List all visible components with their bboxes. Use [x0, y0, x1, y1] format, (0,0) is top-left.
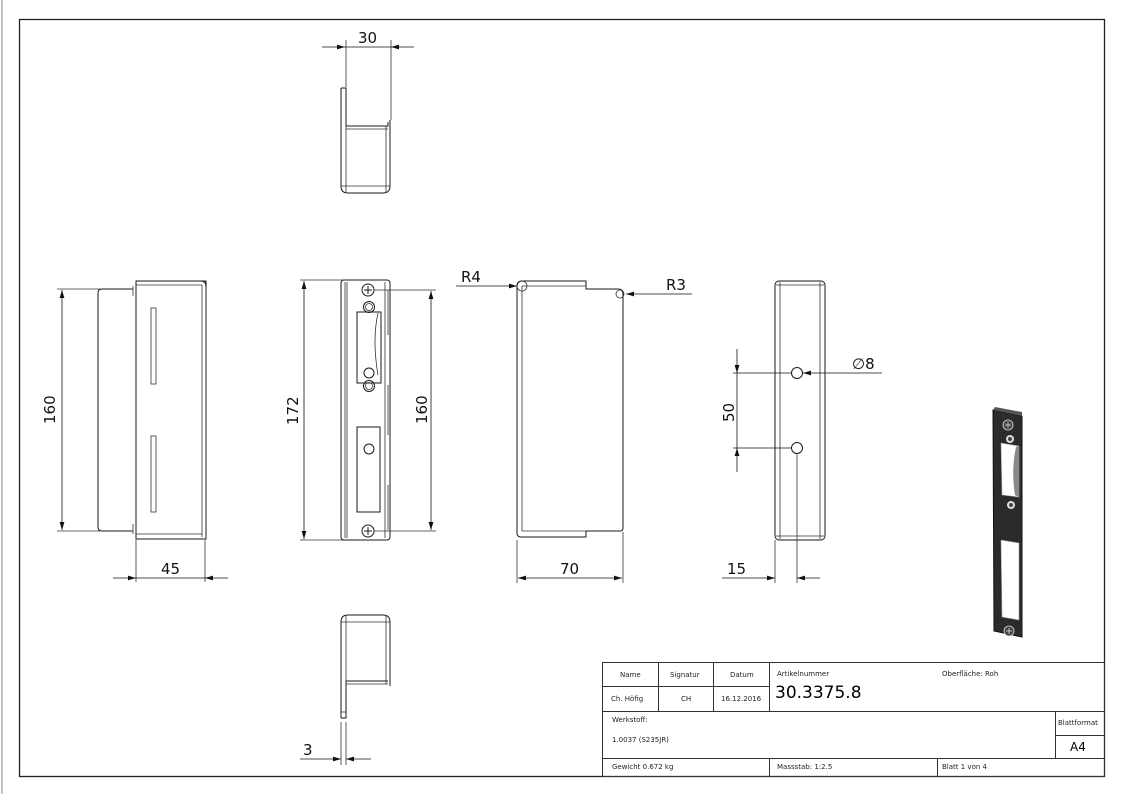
- hole-offset-label: 15: [727, 560, 746, 578]
- header-name: Name: [620, 671, 641, 679]
- dimension-section-width: 70: [560, 560, 579, 578]
- bottom-view: 3: [300, 614, 391, 765]
- header-signatur: Signatur: [670, 671, 700, 679]
- drawing-frame: [18, 18, 1106, 778]
- massstab-label: Massstab: 1:2.5: [777, 763, 833, 771]
- header-datum: Datum: [730, 671, 754, 679]
- dimension-bottom-thickness: 3: [303, 741, 313, 759]
- value-name: Ch. Höfig: [611, 695, 644, 703]
- dimension-top-width: 30: [358, 29, 377, 47]
- dimension-left-height: 160: [41, 395, 59, 424]
- isometric-view: [992, 407, 1023, 638]
- hole-diameter-label: ∅8: [852, 355, 875, 373]
- werkstoff-label: Werkstoff:: [612, 716, 648, 724]
- front-view: 172 160: [284, 279, 436, 541]
- artikelnummer-label: Artikelnummer: [777, 670, 830, 678]
- gewicht-label: Gewicht 0.672 kg: [612, 763, 674, 771]
- werkstoff-value: 1.0037 (S235JR): [612, 736, 669, 744]
- value-signatur: CH: [681, 695, 692, 703]
- left-side-view: 160 45: [41, 280, 228, 582]
- dimension-front-hole-spacing: 160: [413, 395, 431, 424]
- right-side-view: ∅8 50 15: [720, 280, 882, 583]
- title-block-grid: [602, 662, 1105, 777]
- radius-right-label: R3: [666, 276, 686, 294]
- blattformat-label: Blattformat: [1058, 719, 1098, 727]
- hole-spacing-label: 50: [720, 403, 738, 422]
- blatt-label: Blatt 1 von 4: [942, 763, 987, 771]
- dimension-front-overall: 172: [284, 396, 302, 425]
- top-view: 30: [322, 29, 414, 194]
- value-datum: 16.12.2016: [721, 695, 762, 703]
- oberflaeche-label: Oberfläche: Roh: [942, 670, 999, 678]
- radius-left-label: R4: [461, 268, 481, 286]
- section-view: R4 R3 70: [456, 268, 692, 583]
- blattformat-value: A4: [1070, 740, 1086, 754]
- artikelnummer-value: 30.3375.8: [775, 683, 862, 703]
- dimension-left-width: 45: [161, 560, 180, 578]
